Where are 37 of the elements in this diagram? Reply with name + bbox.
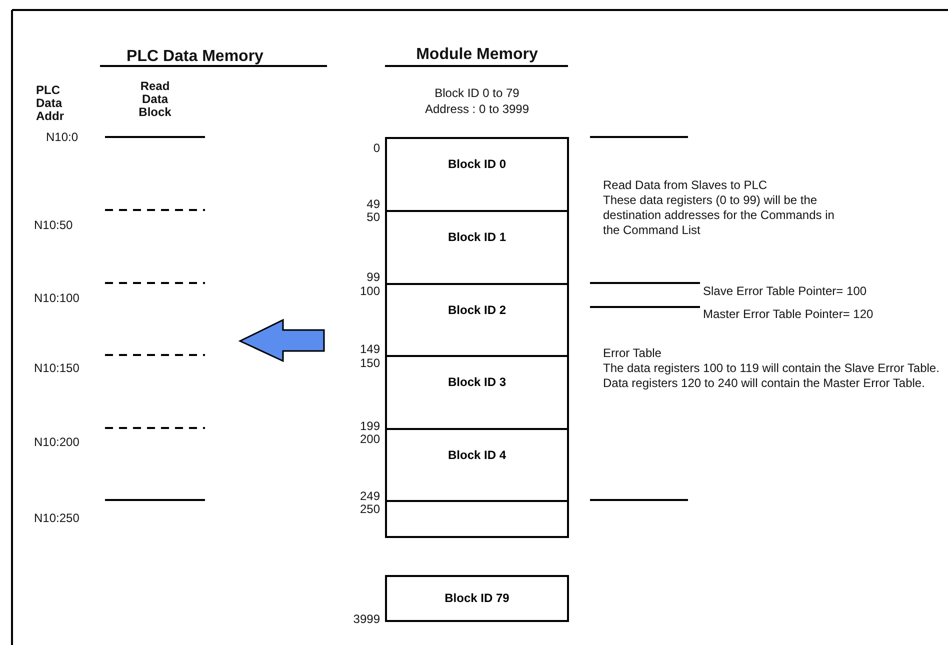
address-label: N10:150 — [34, 361, 80, 376]
pointer-text: Slave Error Table Pointer= 100 — [703, 284, 867, 299]
range-text: Address : 0 to 3999 — [424, 102, 530, 117]
offset-label: 3999 — [353, 612, 380, 627]
memory-block: Block ID 3 — [385, 355, 569, 430]
offset-label: 249 — [360, 489, 380, 504]
note-text: These data registers (0 to 99) will be the destination addresses for the Commands in the Command List — [603, 193, 836, 238]
address-label: N10:50 — [34, 218, 73, 233]
offset-label: 250 — [360, 502, 380, 517]
column-heading: PLC Data Addr — [36, 84, 65, 123]
offset-label: 49 — [366, 197, 380, 212]
memory-block: Block ID 0 — [385, 137, 569, 212]
offset-label: 149 — [360, 342, 380, 357]
memory-block: Block ID 1 — [385, 210, 569, 285]
address-label: N10:100 — [34, 291, 80, 306]
memory-block: Block ID 4 — [385, 428, 569, 502]
offset-label: 50 — [366, 210, 380, 225]
offset-label: 150 — [360, 356, 380, 371]
note-heading: Error Table — [603, 346, 662, 361]
offset-label: 99 — [366, 270, 380, 285]
range-text: Block ID 0 to 79 — [434, 86, 520, 101]
column-heading: Read Data Block — [138, 80, 172, 119]
memory-block — [385, 500, 569, 538]
offset-label: 200 — [360, 432, 380, 447]
heading: Module Memory — [415, 45, 539, 64]
address-label: N10:0 — [46, 130, 78, 145]
note-heading: Read Data from Slaves to PLC — [603, 178, 768, 193]
address-label: N10:200 — [34, 435, 80, 450]
heading: PLC Data Memory — [126, 47, 264, 66]
pointer-text: Master Error Table Pointer= 120 — [703, 307, 874, 322]
offset-label: 100 — [360, 284, 380, 299]
offset-label: 199 — [360, 419, 380, 434]
note-text: The data registers 100 to 119 will contain the Slave Error Table. Data registers 120 to 240 will contain the Master Error Table. — [603, 361, 940, 391]
memory-block: Block ID 2 — [385, 283, 569, 357]
offset-label: 0 — [373, 141, 380, 156]
address-label: N10:250 — [34, 511, 80, 526]
memory-block: Block ID 79 — [385, 575, 569, 622]
